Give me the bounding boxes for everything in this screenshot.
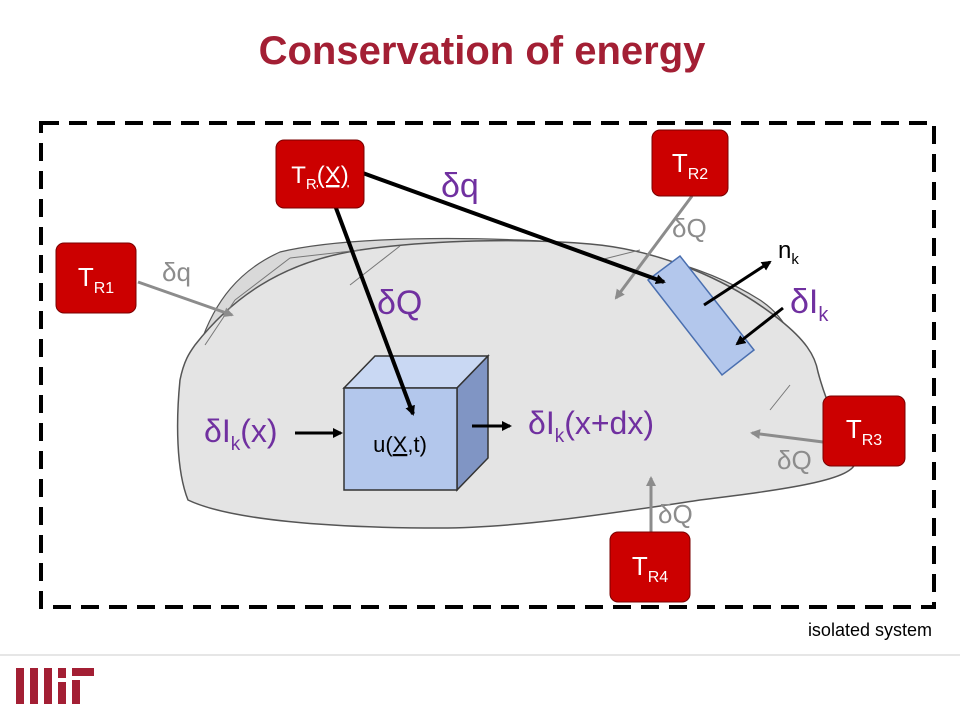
surface-element — [646, 254, 756, 377]
isolated-system-boundary — [39, 121, 936, 609]
label-dq-main: δq — [441, 167, 479, 205]
label-dI-in: δIk(x) — [204, 413, 278, 455]
arrow-dq-main — [359, 170, 666, 284]
body-facet-lines — [204, 245, 791, 411]
arrow-normal — [703, 260, 772, 307]
control-volume-cube — [342, 354, 490, 492]
cube-label: u(X,t) — [373, 432, 427, 457]
svg-text:TR2: TR2 — [672, 148, 708, 183]
reservoir-tr1: TR1 — [55, 242, 137, 314]
arrow-dQ-main — [331, 199, 415, 416]
label-dQ-main: δQ — [377, 284, 422, 322]
svg-text:TR4: TR4 — [632, 551, 668, 586]
label-dq-r1: δq — [162, 257, 191, 287]
svg-text:TR1: TR1 — [78, 262, 114, 297]
label-dI-out: δIk(x+dx) — [528, 405, 654, 447]
svg-text:TR3: TR3 — [846, 414, 882, 449]
arrow-dQ-r3 — [750, 429, 824, 444]
arrow-dq-r1 — [137, 280, 234, 318]
reservoir-tr: TR(X) — [275, 139, 365, 209]
arrow-dQ-r2 — [614, 195, 694, 300]
label-dQ-r3: δQ — [777, 445, 812, 475]
reservoir-tr4: TR4 — [609, 531, 691, 603]
reservoir-tr2: TR2 — [651, 129, 729, 197]
label-dQ-r4: δQ — [658, 499, 693, 529]
svg-text:TR(X): TR(X) — [291, 162, 349, 193]
cube-label-var: X — [393, 432, 408, 457]
label-dQ-r2: δQ — [672, 213, 707, 243]
page-title: Conservation of energy — [259, 29, 707, 73]
body-region — [176, 239, 856, 529]
label-dI-surface: δIk — [790, 283, 829, 326]
reservoir-tr3: TR3 — [822, 395, 906, 467]
arrow-dI-surface — [735, 306, 784, 346]
label-normal: nk — [778, 237, 799, 268]
mit-logo-icon — [16, 668, 94, 704]
isolated-system-label: isolated system — [808, 620, 932, 640]
